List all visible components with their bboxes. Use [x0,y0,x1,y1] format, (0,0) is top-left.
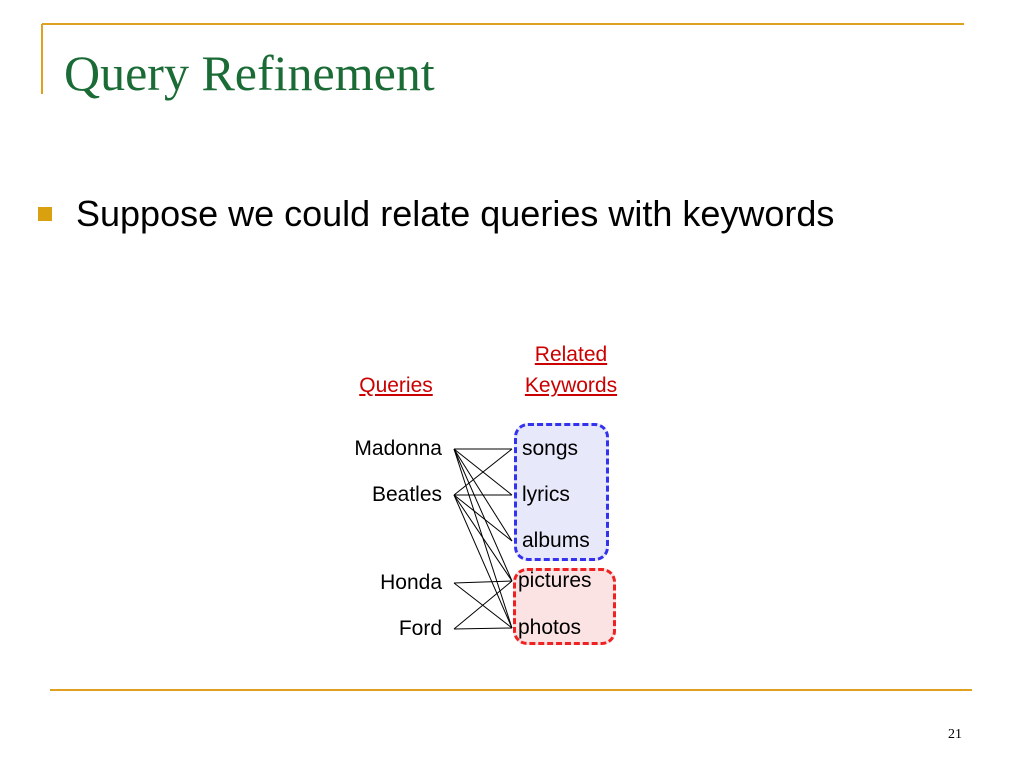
square-bullet-icon [38,207,52,221]
query-label: Madonna [354,437,442,460]
keyword-group-box [514,423,609,561]
keyword-group-box [513,568,616,645]
keyword-label: photos [518,616,582,639]
slide-title: Query Refinement [64,45,435,101]
link-line [453,494,513,542]
query-label: Honda [380,571,442,594]
bullet-text: Suppose we could relate queries with key… [76,193,835,234]
keyword-label: songs [522,437,579,460]
link-line [453,494,513,629]
page-number: 21 [948,727,962,742]
keywords-header-line1: Related [534,343,608,366]
link-line [453,627,513,630]
queries-header: Queries [359,374,433,397]
query-label: Beatles [371,483,442,506]
link-line [453,580,513,630]
query-label: Ford [398,617,442,640]
link-line [453,580,513,584]
keyword-label: albums [522,529,590,552]
link-line [453,448,513,582]
link-line [453,494,513,582]
link-line [453,448,513,496]
keyword-label: pictures [518,569,592,592]
keyword-label: lyrics [522,483,570,506]
keywords-header-line2: Keywords [524,374,618,397]
